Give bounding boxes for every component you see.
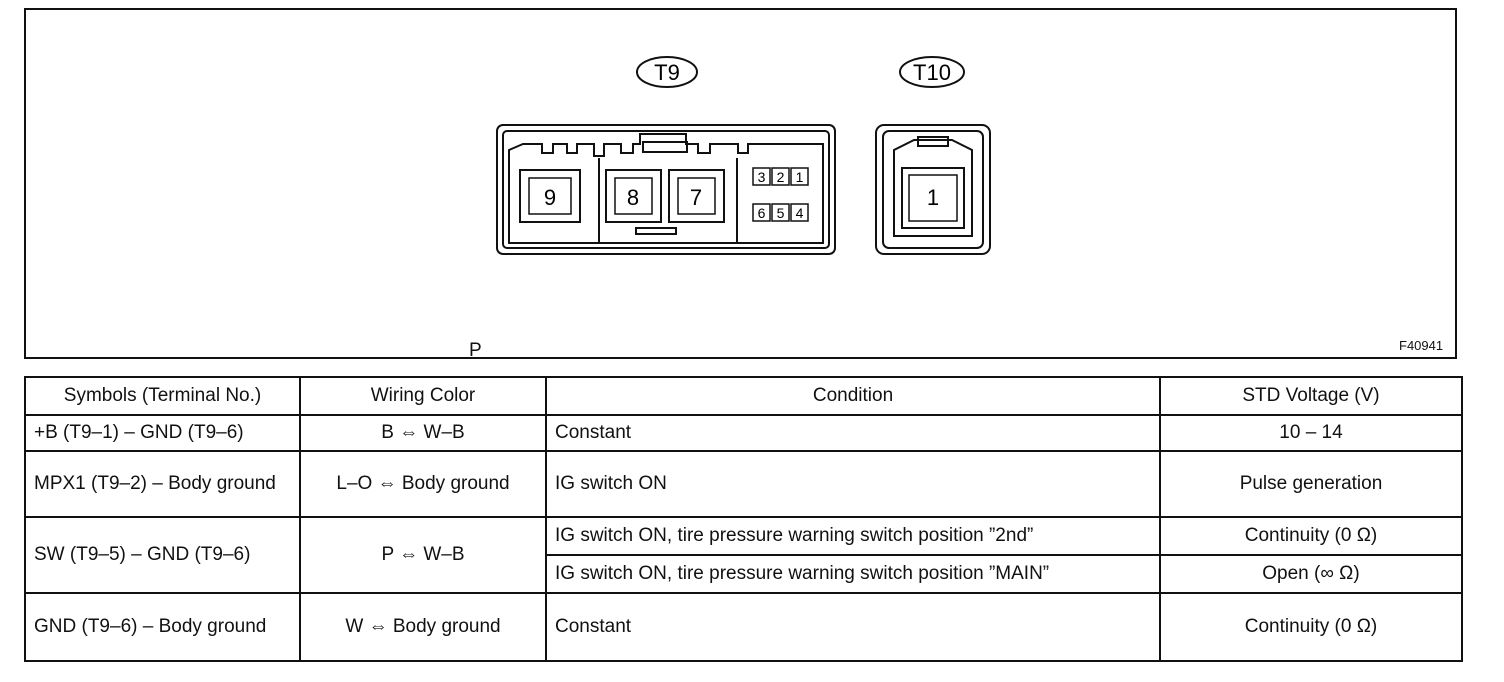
t9-connector — [496, 124, 836, 255]
table-row: GND (T9–6) – Body ground W ⇔ Body ground… — [24, 592, 1463, 662]
wiring-cell: L–O ⇔ Body ground — [299, 450, 547, 518]
terminal-spec-table: Symbols (Terminal No.) Wiring Color Cond… — [24, 376, 1463, 662]
condition-cell: IG switch ON, tire pressure warning swit… — [545, 554, 1161, 594]
t10-terminal-1: 1 — [908, 174, 958, 222]
voltage-cell: Pulse generation — [1159, 450, 1463, 518]
connector-drawing: T9 T10 9 8 7 — [496, 56, 991, 255]
table-row: +B (T9–1) – GND (T9–6) B ⇔ W–B Constant … — [24, 414, 1463, 452]
symbol-cell: GND (T9–6) – Body ground — [24, 592, 301, 662]
terminal-number: 9 — [544, 185, 556, 210]
table-row: IG switch ON, tire pressure warning swit… — [25, 554, 1463, 594]
table-row: MPX1 (T9–2) – Body ground L–O ⇔ Body gro… — [24, 450, 1463, 518]
condition-cell: Constant — [545, 414, 1161, 452]
symbol-cell: +B (T9–1) – GND (T9–6) — [24, 414, 301, 452]
terminal-number: 4 — [796, 205, 804, 221]
t10-label-bubble — [899, 56, 965, 88]
condition-cell: Constant — [545, 592, 1161, 662]
header-condition: Condition — [545, 376, 1161, 416]
terminal-number: 5 — [777, 205, 785, 221]
t9-terminal-9: 9 — [519, 169, 581, 223]
t10-label: T10 — [913, 60, 951, 85]
voltage-cell: Continuity (0 Ω) — [1159, 592, 1463, 662]
t9-label: T9 — [654, 60, 680, 85]
wiring-cell: W ⇔ Body ground — [299, 592, 547, 662]
voltage-cell: Open (∞ Ω) — [1159, 554, 1463, 594]
header-std-voltage: STD Voltage (V) — [1159, 376, 1463, 416]
view-letter: P — [469, 340, 482, 361]
condition-cell: IG switch ON — [545, 450, 1161, 518]
t9-small-terminals: 3 2 1 6 5 4 — [752, 167, 809, 222]
symbol-cell: SW (T9–5) – GND (T9–6) — [24, 516, 301, 594]
wiring-cell: B ⇔ W–B — [299, 414, 547, 452]
terminal-number: 2 — [777, 169, 785, 185]
voltage-cell: Continuity (0 Ω) — [1159, 516, 1463, 556]
terminal-number: 3 — [758, 169, 766, 185]
terminal-number: 1 — [927, 185, 939, 210]
voltage-cell: 10 – 14 — [1159, 414, 1463, 452]
table-row: SW (T9–5) – GND (T9–6) P ⇔ W–B IG switch… — [24, 516, 1463, 594]
terminal-number: 6 — [758, 205, 766, 221]
header-symbols: Symbols (Terminal No.) — [24, 376, 301, 416]
t9-terminal-8: 8 — [605, 169, 662, 223]
terminal-number: 8 — [627, 185, 639, 210]
t9-label-bubble — [636, 56, 698, 88]
terminal-number: 7 — [690, 185, 702, 210]
connector-diagram: T9 T10 9 8 7 — [24, 8, 1457, 361]
figure-code: F40941 — [1399, 338, 1444, 353]
wiring-cell: P ⇔ W–B — [299, 516, 547, 594]
symbol-cell: MPX1 (T9–2) – Body ground — [24, 450, 301, 518]
header-wiring-color: Wiring Color — [299, 376, 547, 416]
table-header-row: Symbols (Terminal No.) Wiring Color Cond… — [24, 376, 1463, 416]
condition-cell: IG switch ON, tire pressure warning swit… — [545, 516, 1161, 556]
t10-connector — [875, 124, 991, 255]
t9-terminal-7: 7 — [668, 169, 725, 223]
terminal-number: 1 — [796, 169, 804, 185]
